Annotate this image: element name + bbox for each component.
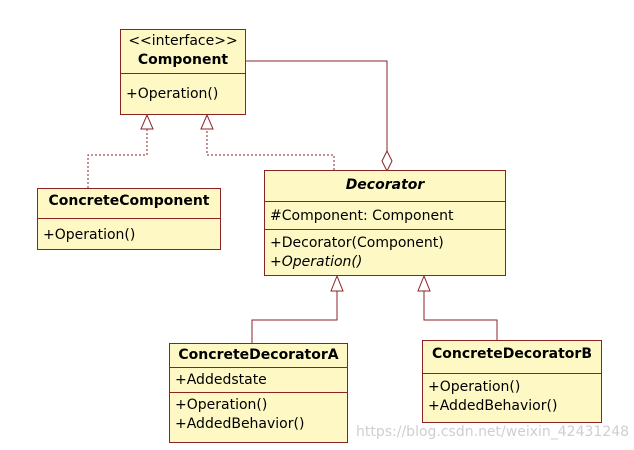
class-concrete-component-name: ConcreteComponent	[48, 193, 210, 209]
realization-concretecomponent-line	[87, 129, 148, 188]
generalization-decorator-b-arrowhead	[417, 274, 431, 292]
realization-decorator-arrowhead	[200, 113, 214, 130]
class-component: <<interface>> Component +Operation()	[120, 29, 246, 115]
class-decorator-name: Decorator	[345, 177, 425, 193]
class-concrete-decorator-b-operations: +Operation() +AddedBehavior()	[423, 373, 601, 419]
class-decorator-attribute: #Component: Component	[270, 208, 454, 224]
class-concrete-decorator-b-operation-1: +Operation()	[428, 379, 521, 395]
class-concrete-decorator-b: ConcreteDecoratorB +Operation() +AddedBe…	[422, 340, 602, 423]
class-concrete-decorator-a-attribute: +Addedstate	[175, 372, 267, 388]
class-concrete-decorator-a-attributes: +Addedstate	[170, 367, 347, 392]
class-decorator-operations: +Decorator(Component) +Operation()	[265, 229, 505, 275]
class-component-header: <<interface>> Component	[121, 30, 245, 73]
class-concrete-component-operation: +Operation()	[43, 227, 136, 243]
class-concrete-decorator-a-header: ConcreteDecoratorA	[170, 344, 347, 367]
class-concrete-decorator-a-operations: +Operation() +AddedBehavior()	[170, 392, 347, 437]
class-concrete-decorator-a-operation-2: +AddedBehavior()	[175, 416, 305, 432]
class-component-stereotype: <<interface>>	[128, 33, 238, 49]
aggregation-line	[246, 60, 388, 151]
generalization-decorator-a-arrowhead	[330, 274, 344, 292]
realization-decorator-line	[206, 129, 335, 170]
class-decorator-header: Decorator	[265, 171, 505, 201]
class-decorator: Decorator #Component: Component +Decorat…	[264, 170, 506, 276]
class-concrete-component: ConcreteComponent +Operation()	[37, 188, 221, 250]
aggregation-diamond	[381, 149, 393, 173]
class-component-operation: +Operation()	[126, 86, 219, 102]
class-decorator-attributes: #Component: Component	[265, 201, 505, 229]
class-concrete-decorator-b-operation-2: +AddedBehavior()	[428, 398, 558, 414]
class-component-name: Component	[137, 52, 229, 68]
class-decorator-operation-abstract: +Operation()	[270, 254, 363, 270]
class-concrete-decorator-a-name: ConcreteDecoratorA	[178, 347, 339, 363]
realization-concretecomponent-arrowhead	[140, 113, 154, 130]
generalization-decorator-a-line	[251, 291, 338, 343]
class-component-operations: +Operation()	[121, 73, 245, 107]
class-concrete-decorator-a: ConcreteDecoratorA +Addedstate +Operatio…	[169, 343, 348, 443]
class-decorator-operation-constructor: +Decorator(Component)	[270, 235, 444, 251]
generalization-decorator-b-line	[423, 291, 498, 340]
class-concrete-component-operations: +Operation()	[38, 218, 220, 248]
watermark: https://blog.csdn.net/weixin_42431248	[356, 424, 630, 440]
class-concrete-decorator-b-name: ConcreteDecoratorB	[431, 346, 592, 362]
class-concrete-decorator-a-operation-1: +Operation()	[175, 397, 268, 413]
class-concrete-component-header: ConcreteComponent	[38, 189, 220, 218]
class-concrete-decorator-b-header: ConcreteDecoratorB	[423, 341, 601, 373]
